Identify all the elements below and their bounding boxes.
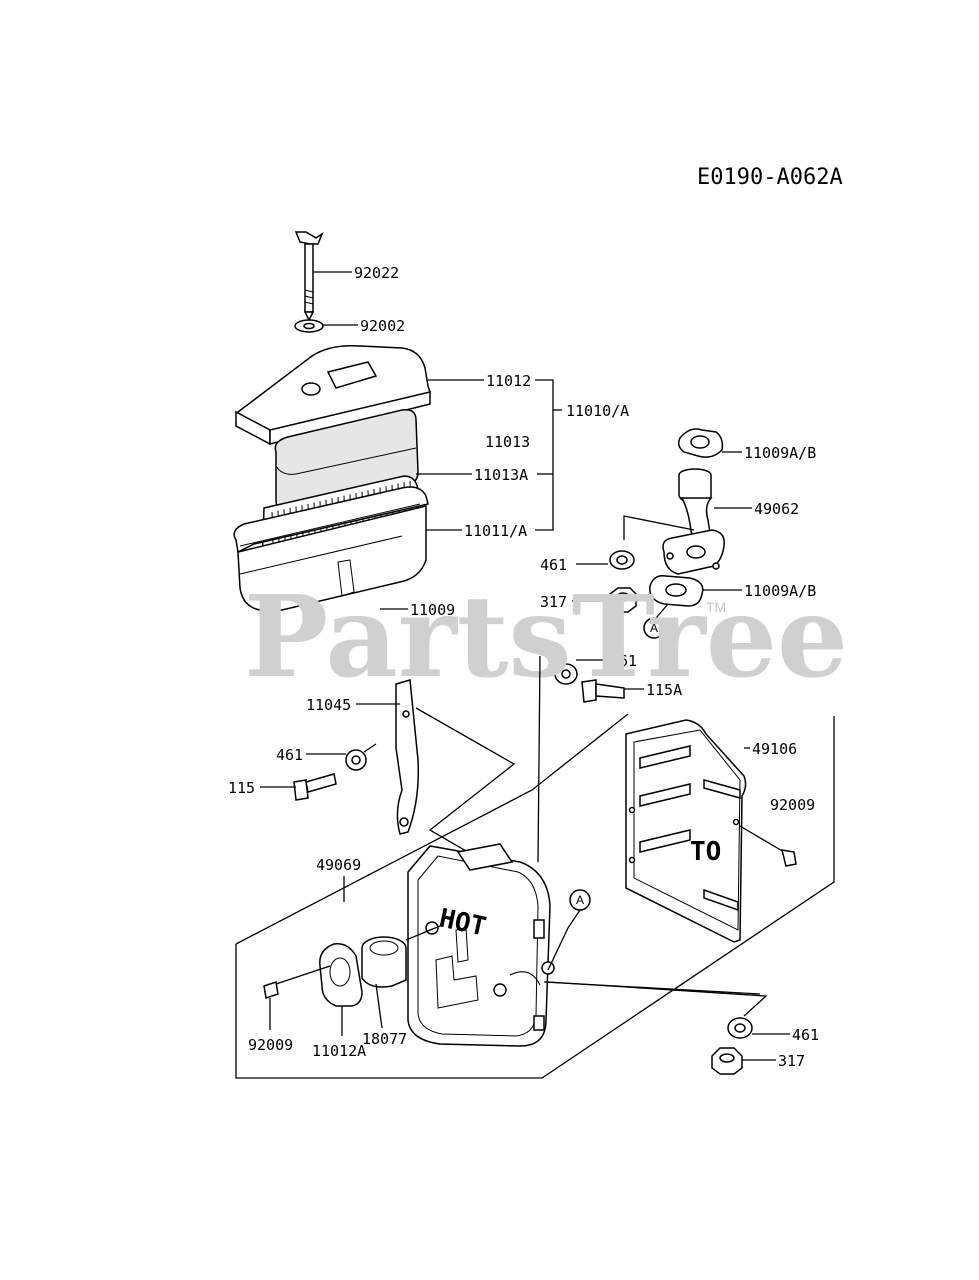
label-317-a[interactable]: 317	[540, 593, 567, 611]
screw-92009-left-part[interactable]	[263, 965, 331, 999]
spark-arrester-part[interactable]	[361, 936, 407, 988]
label-11012A[interactable]: 11012A	[312, 1042, 366, 1060]
frame-outline	[235, 716, 835, 1079]
bolt-115A-part[interactable]	[581, 679, 625, 703]
callout-a-leader-top	[655, 603, 669, 619]
lock-washer-d-part[interactable]	[727, 1017, 753, 1039]
diagram-code: E0190-A062A	[697, 165, 843, 190]
label-92002[interactable]: 92002	[360, 317, 405, 335]
lock-washer-c-part[interactable]	[345, 749, 367, 771]
bolt-115-part[interactable]	[293, 773, 337, 801]
callout-a-bottom-letter: A	[576, 893, 584, 907]
label-461-d[interactable]: 461	[792, 1026, 819, 1044]
label-11009[interactable]: 11009	[410, 601, 455, 619]
label-11012[interactable]: 11012	[486, 372, 531, 390]
label-11010A[interactable]: 11010/A	[566, 402, 629, 420]
lock-washer-b-part[interactable]	[554, 663, 578, 685]
label-92022[interactable]: 92022	[354, 264, 399, 282]
label-317-b[interactable]: 317	[778, 1052, 805, 1070]
guide-muffler-nut-2	[543, 981, 761, 995]
guide-washer	[363, 743, 377, 753]
callout-a-leader-bottom	[547, 909, 581, 971]
guide-arrester	[405, 925, 441, 941]
callout-a-top-circle[interactable]	[643, 617, 665, 639]
leader-18077	[375, 983, 383, 1029]
watermark-text: PartsTree	[244, 572, 848, 703]
label-461-a[interactable]: 461	[540, 556, 567, 574]
cover-embossed-text: TO	[690, 837, 721, 867]
label-115A[interactable]: 115A	[646, 681, 682, 699]
washer-part[interactable]	[294, 319, 324, 333]
label-461-c[interactable]: 461	[276, 746, 303, 764]
muffler-part[interactable]: HOT	[407, 843, 555, 1047]
wing-bolt-part[interactable]	[294, 231, 324, 322]
frame-left-diagonal	[235, 713, 629, 945]
exhaust-gasket-top-part[interactable]	[677, 428, 724, 458]
label-11013[interactable]: 11013	[485, 433, 530, 451]
screw-92009-right-part[interactable]	[739, 825, 797, 867]
exhaust-pipe-part[interactable]	[662, 468, 725, 575]
bracket-11045-part[interactable]	[395, 679, 420, 835]
guide-bolt-115A	[537, 655, 541, 863]
lock-washer-a-part[interactable]	[609, 550, 635, 570]
muffler-cover-part[interactable]: TO	[625, 719, 747, 943]
label-49062[interactable]: 49062	[754, 500, 799, 518]
exhaust-gasket-bottom-part[interactable]	[649, 574, 704, 607]
nut-b-part[interactable]	[711, 1047, 743, 1075]
leader-stud-pointer	[623, 515, 695, 540]
callout-a-top-letter: A	[650, 621, 658, 635]
label-92009-left[interactable]: 92009	[248, 1036, 293, 1054]
label-461-b[interactable]: 461	[610, 652, 637, 670]
label-11011A[interactable]: 11011/A	[464, 522, 527, 540]
nut-a-part[interactable]	[609, 587, 637, 613]
guide-muffler-nut	[547, 981, 768, 1017]
label-49069[interactable]: 49069	[316, 856, 361, 874]
bracket-11010A	[535, 379, 554, 531]
air-cleaner-base-part[interactable]	[237, 505, 427, 612]
label-11045[interactable]: 11045	[306, 696, 351, 714]
label-49106[interactable]: 49106	[752, 740, 797, 758]
label-18077[interactable]: 18077	[362, 1030, 407, 1048]
label-92009-right[interactable]: 92009	[770, 796, 815, 814]
label-11009AB-bottom[interactable]: 11009A/B	[744, 582, 816, 600]
label-115[interactable]: 115	[228, 779, 255, 797]
watermark-trademark: TM	[706, 599, 726, 615]
outlet-gasket-part[interactable]	[319, 943, 363, 1007]
label-11009AB-top[interactable]: 11009A/B	[744, 444, 816, 462]
label-11013A[interactable]: 11013A	[474, 466, 528, 484]
